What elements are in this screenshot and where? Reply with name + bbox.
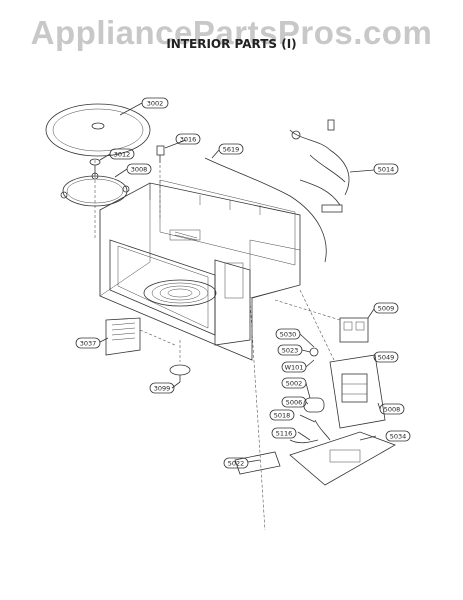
magnetron-part — [339, 317, 369, 343]
back-panel — [159, 179, 296, 266]
diagram-title: INTERIOR PARTS (I) — [166, 37, 297, 51]
callout-5023: 5023 — [277, 344, 303, 356]
lamp-part — [156, 145, 165, 163]
fuse-part — [309, 347, 319, 357]
lamp-wire — [289, 439, 319, 444]
callout-5018: 5018 — [269, 409, 295, 421]
svg-text:5014: 5014 — [378, 166, 395, 174]
svg-text:5008: 5008 — [384, 406, 401, 414]
oven-cavity — [99, 182, 301, 361]
callout-3099: 3099 — [149, 382, 175, 394]
base-plate — [289, 431, 396, 486]
callout-3002: 3002 — [141, 97, 169, 109]
svg-text:5002: 5002 — [286, 380, 303, 388]
callout-3037: 3037 — [75, 337, 101, 349]
svg-text:3012: 3012 — [114, 151, 131, 159]
callout-W101: W101 — [281, 361, 307, 373]
svg-text:5030: 5030 — [280, 331, 297, 339]
wire-harness-right — [289, 119, 350, 213]
svg-text:5034: 5034 — [390, 433, 407, 441]
svg-text:3002: 3002 — [147, 100, 164, 108]
svg-text:3016: 3016 — [180, 136, 197, 144]
callout-5116: 5116 — [271, 427, 297, 439]
svg-text:5116: 5116 — [276, 430, 293, 438]
svg-text:W101: W101 — [285, 364, 304, 372]
callout-3012: 3012 — [109, 148, 135, 160]
svg-text:5022: 5022 — [228, 460, 245, 468]
svg-text:5006: 5006 — [286, 399, 303, 407]
diode-part — [314, 419, 331, 441]
callout-5030: 5030 — [275, 328, 301, 340]
svg-text:3099: 3099 — [154, 385, 171, 393]
callout-5034: 5034 — [385, 430, 411, 442]
motor-part — [169, 364, 191, 382]
bracket-part — [234, 451, 281, 475]
callout-5049: 5049 — [373, 351, 399, 363]
callout-5014: 5014 — [373, 163, 399, 175]
wire-harness-upper — [204, 157, 327, 263]
callout-5009: 5009 — [373, 302, 399, 314]
svg-text:5619: 5619 — [223, 146, 240, 154]
callout-3016: 3016 — [175, 133, 201, 145]
callout-5022: 5022 — [223, 457, 249, 469]
svg-text:5049: 5049 — [378, 354, 395, 362]
grille-part — [105, 317, 141, 356]
capacitor-part — [303, 397, 325, 413]
callout-5008: 5008 — [379, 403, 405, 415]
turntable-tray — [45, 103, 151, 157]
transformer-bracket — [329, 354, 386, 429]
callout-5002: 5002 — [281, 377, 307, 389]
watermark: AppliancePartsPros.com — [30, 14, 433, 51]
svg-text:3037: 3037 — [80, 340, 97, 348]
callout-5006: 5006 — [281, 396, 307, 408]
callout-5619: 5619 — [218, 143, 244, 155]
callout-3008: 3008 — [126, 163, 152, 175]
svg-text:5018: 5018 — [274, 412, 291, 420]
svg-text:5009: 5009 — [378, 305, 395, 313]
svg-text:5023: 5023 — [282, 347, 299, 355]
svg-text:3008: 3008 — [131, 166, 148, 174]
